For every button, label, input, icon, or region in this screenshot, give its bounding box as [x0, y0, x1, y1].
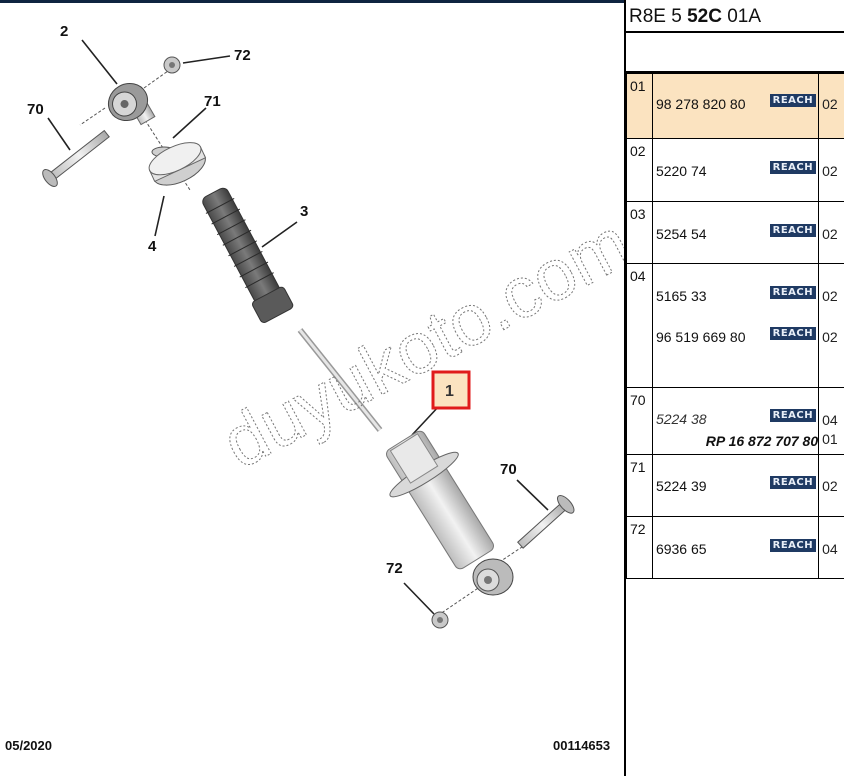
reach-badge: REACH [769, 161, 817, 174]
callout-70-lower[interactable]: 70 [500, 461, 517, 478]
reach-badge: REACH [769, 224, 817, 237]
table-row-01[interactable]: 01 98 278 820 80 REACH 02 [626, 73, 844, 139]
footer-date: 05/2020 [5, 738, 52, 753]
part-number[interactable]: 5224 38 [655, 411, 707, 427]
table-top-divider [626, 71, 844, 73]
code-bold: 52C [687, 6, 722, 27]
reach-badge: REACH [769, 539, 817, 552]
svg-text:1: 1 [445, 383, 454, 400]
row-index: 70 [626, 387, 653, 455]
replacement-part-number[interactable]: RP 16 872 707 80 [705, 433, 819, 449]
parts-table: 01 98 278 820 80 REACH 02 02 5220 74 REACH… [626, 73, 844, 579]
table-row-71[interactable]: 71 5224 39 REACH 02 [626, 454, 844, 517]
quantity: 01 [822, 431, 838, 447]
code-suffix: 01A [721, 6, 762, 27]
table-row-02[interactable]: 02 5220 74 REACH 02 [626, 138, 844, 202]
header-divider [626, 31, 844, 33]
quantity: 02 [822, 163, 838, 179]
quantity: 02 [822, 478, 838, 494]
diagram-code: R8E 5 52C 01A [629, 6, 761, 28]
table-row-03[interactable]: 03 5254 54 REACH 02 [626, 201, 844, 264]
callout-72-lower[interactable]: 72 [386, 560, 403, 577]
quantity: 02 [822, 329, 838, 345]
quantity: 04 [822, 412, 838, 428]
part-number[interactable]: 5224 39 [655, 478, 707, 494]
row-index: 02 [626, 138, 653, 202]
exploded-diagram: duyukoto.com 1 2 72 70 71 4 3 70 72 05/2… [5, 23, 625, 753]
part-number[interactable]: 5220 74 [655, 163, 707, 179]
row-index: 01 [626, 73, 653, 139]
quantity: 02 [822, 226, 838, 242]
callout-72-upper[interactable]: 72 [234, 47, 251, 64]
part-number[interactable]: 98 278 820 80 [655, 96, 746, 112]
callout-3[interactable]: 3 [300, 203, 309, 220]
table-row-70[interactable]: 70 5224 38 REACH RP 16 872 707 80 04 01 [626, 387, 844, 455]
part-number[interactable]: 6936 65 [655, 541, 707, 557]
quantity: 04 [822, 541, 838, 557]
callout-4[interactable]: 4 [148, 238, 157, 255]
callout-70-upper[interactable]: 70 [27, 101, 44, 118]
row-index: 72 [626, 516, 653, 579]
parts-panel: R8E 5 52C 01A 01 98 278 820 80 REACH 02 0… [624, 0, 844, 776]
blank-header-row [626, 33, 844, 73]
part-number[interactable]: 96 519 669 80 [655, 329, 746, 345]
row-index: 71 [626, 454, 653, 517]
table-row-72[interactable]: 72 6936 65 REACH 04 [626, 516, 844, 579]
diagram-drawing: duyukoto.com 1 [42, 39, 625, 629]
table-row-04[interactable]: 04 5165 33 REACH 96 519 669 80 REACH 02 02 [626, 263, 844, 388]
part-number[interactable]: 5254 54 [655, 226, 707, 242]
callout-71[interactable]: 71 [204, 93, 221, 110]
part-number[interactable]: 5165 33 [655, 288, 707, 304]
callout-2[interactable]: 2 [60, 23, 69, 40]
code-prefix: R8E 5 [629, 6, 688, 27]
reach-badge: REACH [769, 286, 817, 299]
quantity: 02 [822, 96, 838, 112]
row-index: 04 [626, 263, 653, 388]
selected-part-marker [431, 370, 471, 410]
reach-badge: REACH [769, 476, 817, 489]
reach-badge: REACH [769, 409, 817, 422]
quantity: 02 [822, 288, 838, 304]
footer-reference: 00114653 [553, 738, 611, 753]
top-border-bar [0, 0, 625, 3]
row-index: 03 [626, 201, 653, 264]
reach-badge: REACH [769, 327, 817, 340]
reach-badge: REACH [769, 94, 817, 107]
